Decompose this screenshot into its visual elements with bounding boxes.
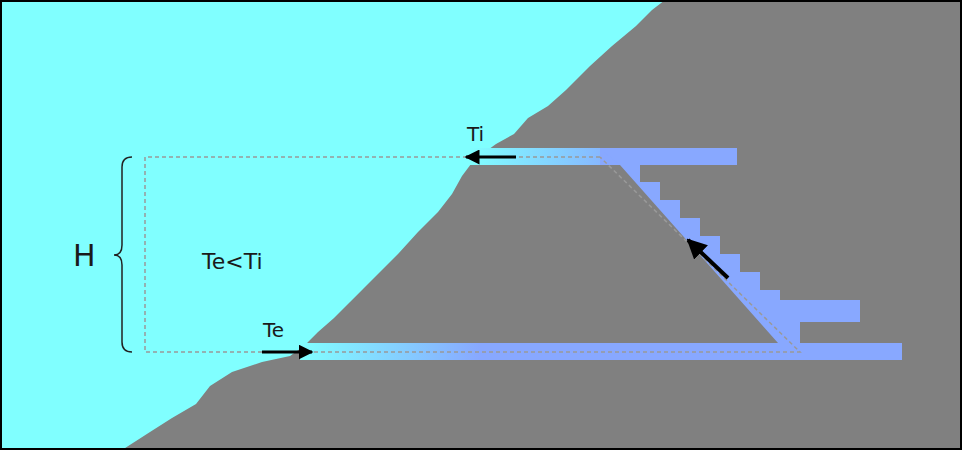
flow-arrow (466, 156, 516, 159)
stair-shaft (600, 148, 860, 343)
temperature-label: Ti (467, 124, 484, 144)
lower-tunnel (300, 343, 480, 360)
rock (122, 0, 962, 450)
temperature-label: Te (263, 320, 284, 340)
flow-arrow (688, 240, 728, 278)
height-label: H (73, 241, 96, 271)
temperature-relation: Te<Ti (202, 251, 263, 273)
height-brace (114, 157, 132, 352)
dashed-loop (145, 157, 800, 352)
flow-arrow (262, 351, 312, 354)
